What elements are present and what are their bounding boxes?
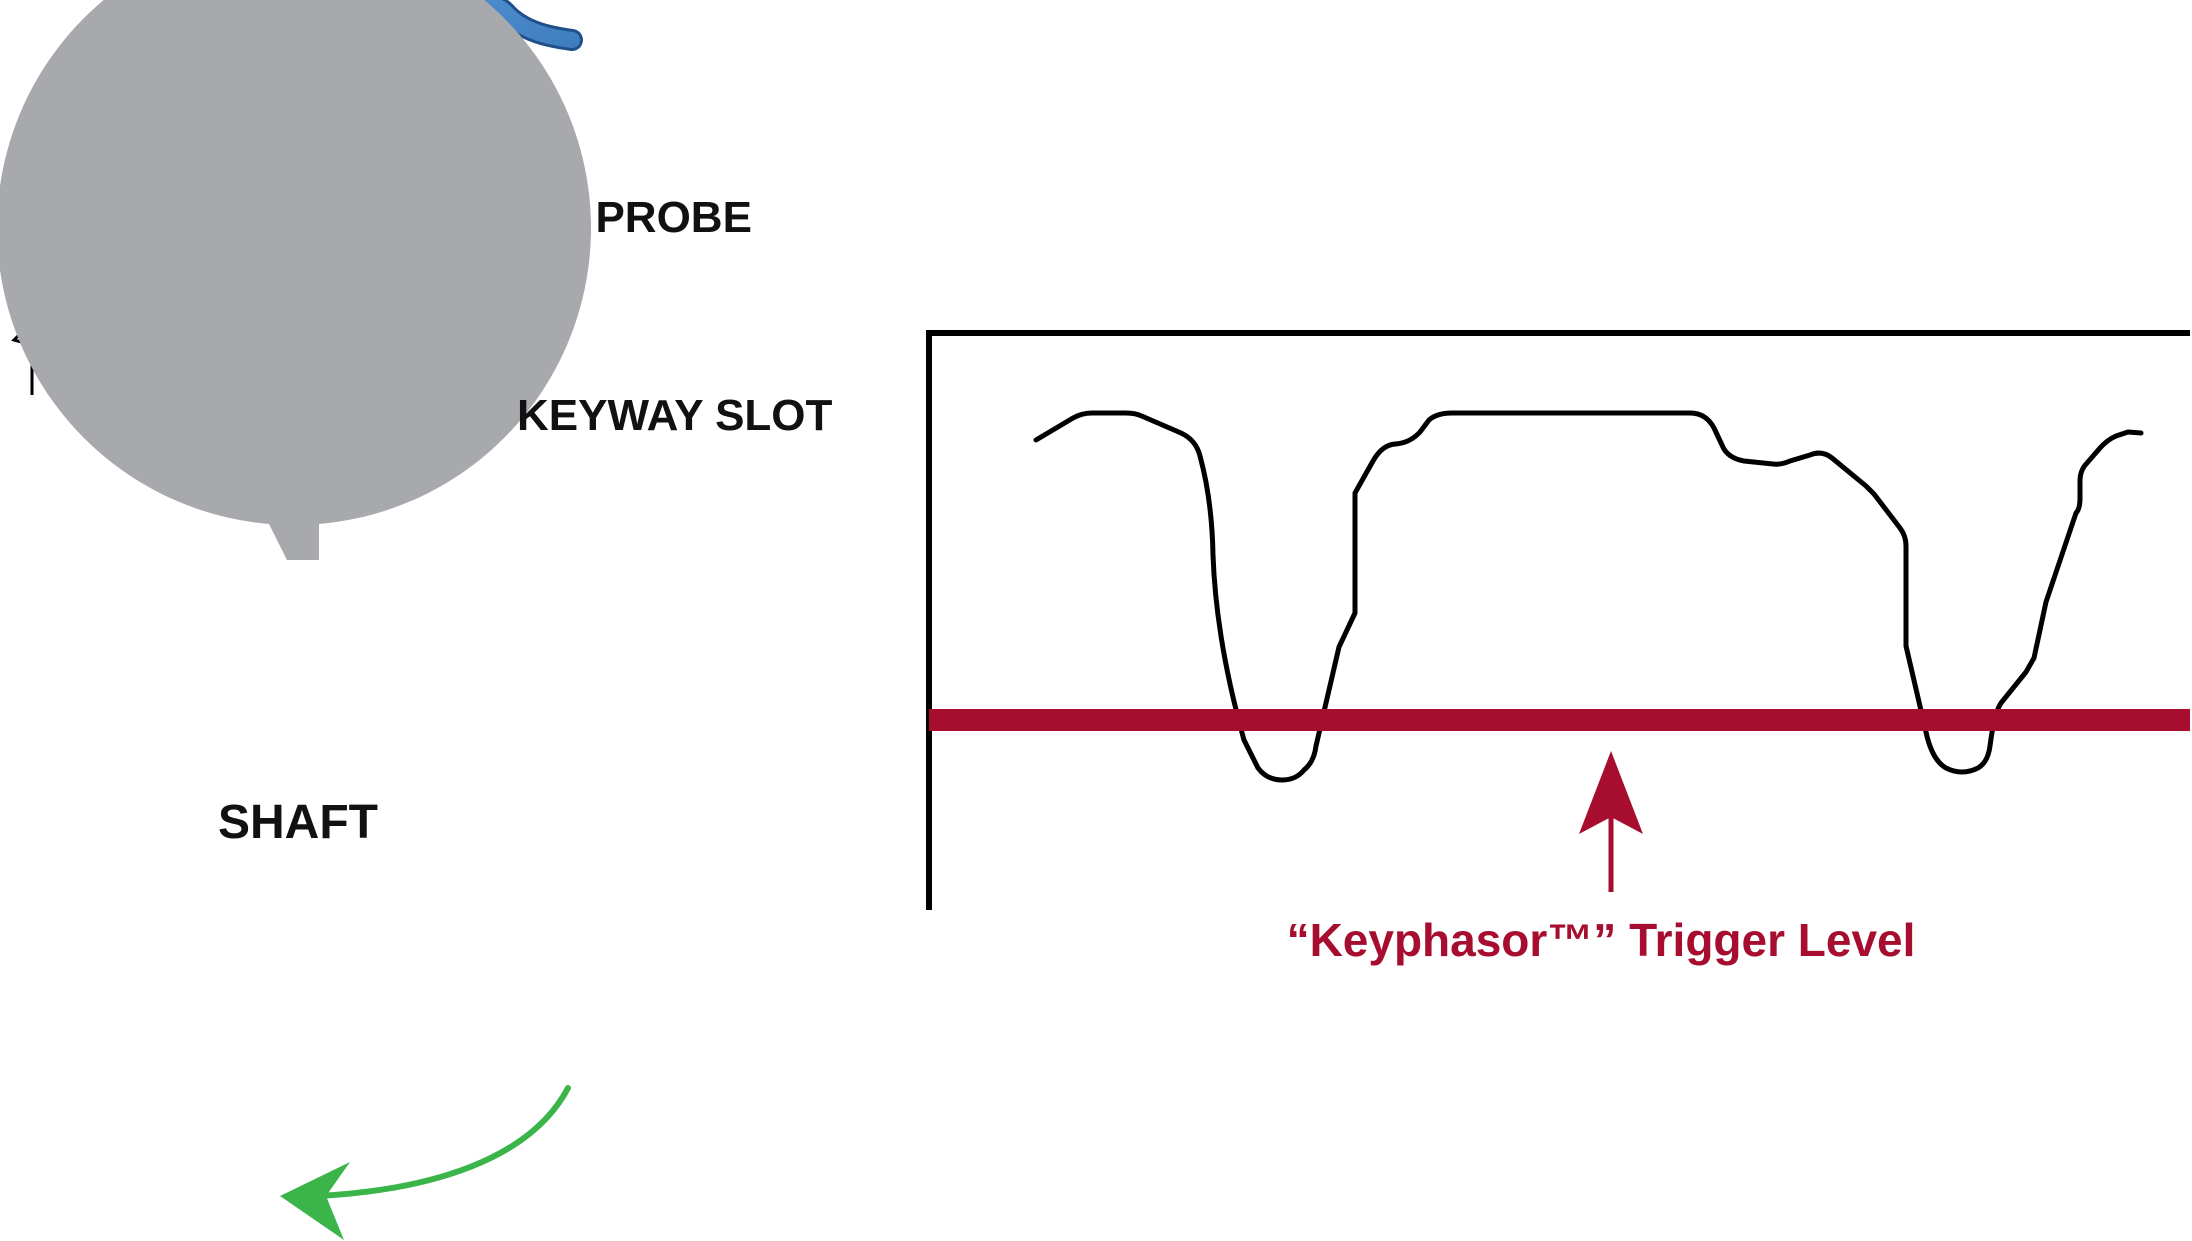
trigger-level-label: “Keyphasor™” Trigger Level: [1287, 914, 1916, 966]
trigger-level-arrow: [1579, 751, 1643, 892]
probe-signal-waveform: [1033, 410, 2144, 783]
signal-plot: [926, 330, 2190, 910]
plot-frame: [926, 330, 2190, 910]
shaft: [0, 0, 591, 560]
shaft-label: SHAFT: [218, 796, 378, 849]
keyway-slot-label: KEYWAY SLOT: [517, 391, 833, 440]
rotation-arrow: [280, 1085, 571, 1240]
